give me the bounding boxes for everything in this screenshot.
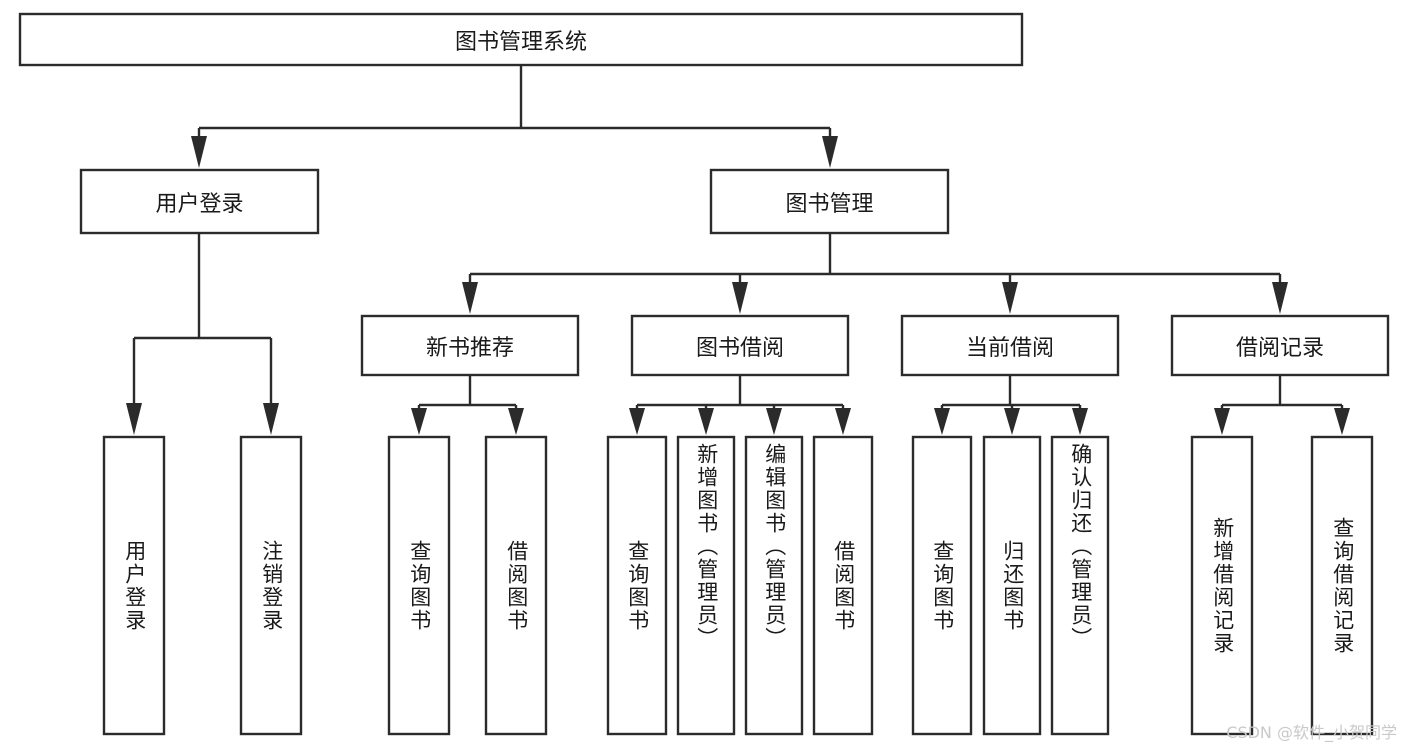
node-user-login-box[interactable] <box>79 168 320 235</box>
arrow-head-leaf-logout-login <box>263 403 279 435</box>
arrow-head-new-book-recommend <box>462 282 478 314</box>
connector-group-current-borrow <box>934 375 1088 435</box>
connector-group-book-management <box>462 233 1288 314</box>
node-current-borrow-box[interactable] <box>900 314 1120 377</box>
node-leaf-edit-book-admin-box[interactable] <box>744 435 804 736</box>
connector-group-book-borrow <box>629 375 851 435</box>
arrow-head-borrow-records <box>1272 282 1288 314</box>
arrow-head-leaf-add-borrow-record <box>1214 408 1230 435</box>
arrow-head-book-management <box>822 136 838 168</box>
node-leaf-add-borrow-record-box[interactable] <box>1190 435 1254 736</box>
node-leaf-query-book-current-box[interactable] <box>911 435 973 736</box>
node-leaf-borrow-book-box[interactable] <box>812 435 874 736</box>
node-new-book-recommend-box[interactable] <box>360 314 580 377</box>
arrow-head-user-login <box>191 136 207 168</box>
node-book-management-box[interactable] <box>709 168 950 235</box>
arrow-head-leaf-borrow-book-recommend <box>508 408 524 435</box>
arrow-head-book-borrow <box>732 282 748 314</box>
node-leaf-borrow-book-recommend-box[interactable] <box>484 435 548 736</box>
node-leaf-confirm-return-admin-box[interactable] <box>1050 435 1110 736</box>
node-leaf-add-book-admin-box[interactable] <box>676 435 736 736</box>
connector-group-new-book-recommend <box>411 375 524 435</box>
node-leaf-user-login-box[interactable] <box>102 435 166 736</box>
node-borrow-records-box[interactable] <box>1170 314 1390 377</box>
node-leaf-return-book-box[interactable] <box>982 435 1042 736</box>
connector-group-root <box>191 65 838 168</box>
connector-group-user-login <box>126 233 279 435</box>
arrow-head-leaf-borrow-book <box>835 408 851 435</box>
arrow-head-leaf-query-book-recommend <box>411 408 427 435</box>
node-leaf-query-book-borrow-box[interactable] <box>606 435 668 736</box>
node-root-box[interactable] <box>18 12 1024 67</box>
arrow-head-leaf-confirm-return-admin <box>1072 408 1088 435</box>
arrow-head-leaf-query-book-borrow <box>629 408 645 435</box>
arrow-head-leaf-add-book-admin <box>698 408 714 435</box>
arrow-head-leaf-edit-book-admin <box>766 408 782 435</box>
csdn-watermark: CSDN @软件_小贺同学 <box>1226 723 1397 742</box>
node-leaf-logout-login-box[interactable] <box>239 435 303 736</box>
arrow-head-leaf-user-login <box>126 403 142 435</box>
connector-group-borrow-records <box>1214 375 1350 435</box>
arrow-head-leaf-query-book-current <box>934 408 950 435</box>
node-book-borrow-box[interactable] <box>630 314 850 377</box>
arrow-head-leaf-query-borrow-record <box>1334 408 1350 435</box>
node-leaf-query-borrow-record-box[interactable] <box>1310 435 1374 736</box>
arrow-head-leaf-return-book <box>1004 408 1020 435</box>
arrow-head-current-borrow <box>1002 282 1018 314</box>
node-leaf-query-book-recommend-box[interactable] <box>387 435 451 736</box>
